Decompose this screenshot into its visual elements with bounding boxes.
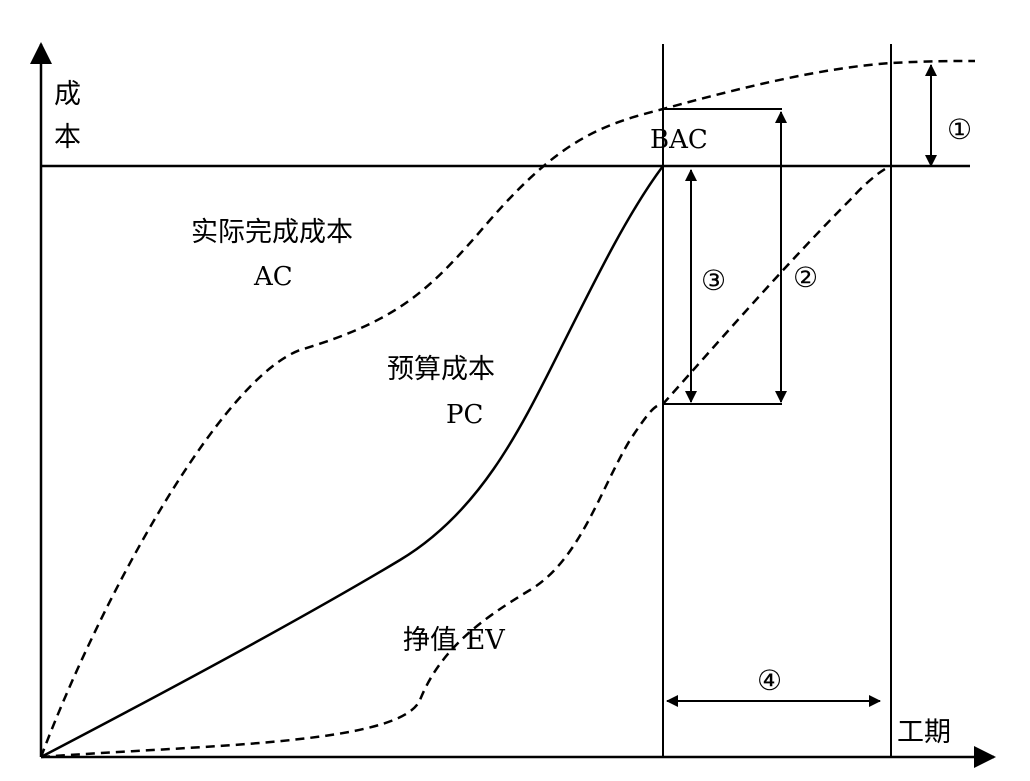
ac-abbr-label: AC bbox=[253, 262, 293, 292]
pc-curve bbox=[40, 165, 665, 759]
y-axis-label-top: 成 bbox=[54, 79, 81, 110]
y-axis-label-bottom: 本 bbox=[54, 122, 81, 153]
ev-curve bbox=[40, 164, 892, 759]
bac-label: BAC bbox=[650, 125, 708, 155]
ac-curve bbox=[39, 59, 976, 758]
marker-3: ③ bbox=[701, 264, 726, 297]
marker-2: ② bbox=[793, 261, 818, 294]
pc-abbr-label: PC bbox=[446, 400, 483, 430]
marker-4: ④ bbox=[757, 664, 782, 697]
marker-1: ① bbox=[947, 113, 972, 146]
pc-name-label: 预算成本 bbox=[387, 354, 495, 385]
x-axis-label: 工期 bbox=[897, 717, 951, 748]
ev-label: 挣值 EV bbox=[403, 625, 505, 656]
ac-name-label: 实际完成成本 bbox=[191, 217, 353, 248]
